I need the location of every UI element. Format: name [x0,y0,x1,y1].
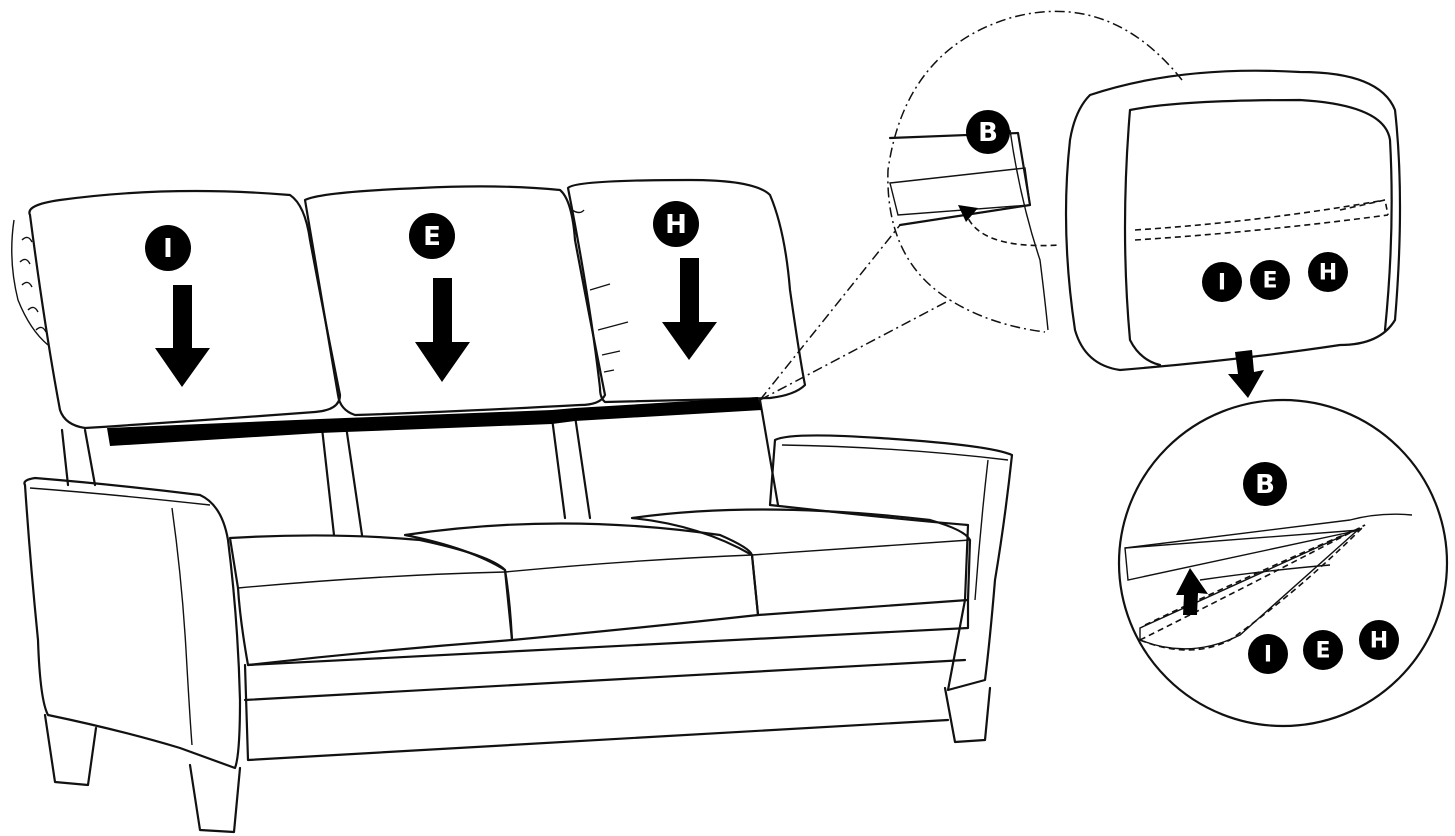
back-cushion-left [28,189,342,430]
detail-magnifier-top [759,10,1402,401]
sofa-illustration [11,178,1014,834]
badge-label: B [1255,470,1275,500]
badge-label: E [1315,639,1330,664]
badge-right-cushion: H [653,201,699,247]
badge-group-detail-top: I E H [1202,252,1348,302]
badge-fastener-bottom: B [1243,462,1287,506]
magnifier-outline [887,10,1183,333]
left-arm [23,476,242,770]
down-arrow-right [662,258,717,360]
attach-path [964,209,1061,247]
badge-group-detail-bottom: I E H [1248,620,1399,674]
seat-cushion-middle [403,522,760,642]
badge-label: I [1218,271,1226,296]
seat-cushion-right [630,508,972,617]
detail-circle-bottom [1117,398,1449,728]
sofa-base [243,598,970,762]
leader-lines [759,224,951,401]
badge-middle-cushion: E [409,213,455,259]
badge-left-cushion: I [145,225,191,271]
badge-label: B [978,118,998,148]
back-cushion-right [566,178,807,404]
placement-arrows [155,258,717,387]
seat-cushion-left [228,534,514,667]
badge-label: E [423,222,441,252]
badge-label: I [163,234,173,264]
down-arrow-detail [1228,350,1264,398]
back-cushion-middle [303,185,607,417]
back-support-bar [107,397,762,446]
down-arrow-left [155,285,210,387]
badge-label: H [665,210,687,240]
cushion-section [1064,69,1402,372]
badge-label: H [1319,261,1337,286]
badge-label: E [1262,269,1277,294]
up-arrow-detail [1176,568,1208,615]
badge-label: I [1264,643,1272,668]
right-arm [768,434,1014,692]
back-frame [60,398,780,537]
down-arrow-middle [415,278,470,382]
sofa-legs [43,686,992,834]
badge-fastener-top: B [966,110,1010,154]
badge-label: H [1370,629,1388,654]
